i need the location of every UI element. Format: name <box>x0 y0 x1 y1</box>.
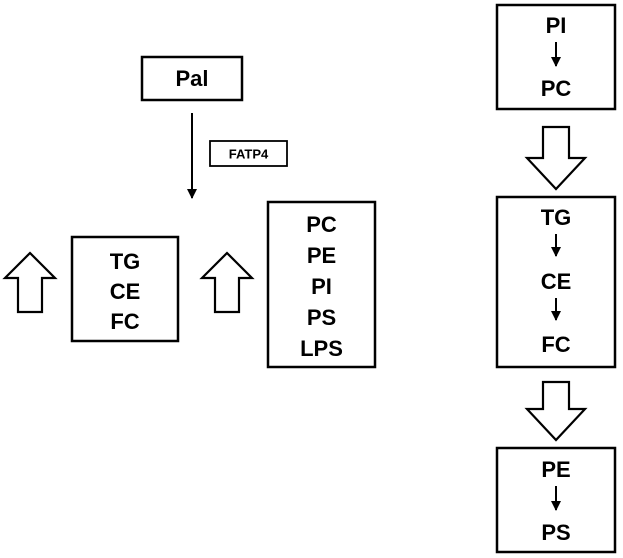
phospholipid-pi: PI <box>311 274 332 299</box>
phospholipid-pe: PE <box>307 243 336 268</box>
step2-tg: TG <box>541 205 572 230</box>
pal-box: Pal <box>140 55 244 102</box>
down-arrow-1 <box>524 125 588 191</box>
neutral-lipid-ce: CE <box>110 279 141 304</box>
step1-pi: PI <box>546 13 567 38</box>
step1-pc: PC <box>541 76 572 101</box>
phospholipid-lps: LPS <box>300 336 343 361</box>
increase-arrow-neutral-lipids <box>2 251 58 314</box>
fatp4-box: FATP4 <box>209 140 288 167</box>
neutral-lipids-box: TG CE FC <box>70 235 180 343</box>
step3-ps: PS <box>541 520 570 545</box>
tg-ce-fc-box: TG CE FC <box>495 195 617 369</box>
pal-label: Pal <box>175 66 208 91</box>
neutral-lipid-fc: FC <box>110 309 139 334</box>
phospholipid-ps: PS <box>307 305 336 330</box>
step2-ce: CE <box>541 269 572 294</box>
fatp4-label: FATP4 <box>229 147 269 162</box>
step2-fc: FC <box>541 332 570 357</box>
pi-pc-box: PI PC <box>495 3 617 111</box>
phospholipid-pc: PC <box>306 212 337 237</box>
phospholipids-box: PC PE PI PS LPS <box>266 200 377 369</box>
down-arrow-2 <box>524 380 588 442</box>
step3-pe: PE <box>541 457 570 482</box>
increase-arrow-phospholipids <box>199 251 255 314</box>
pe-ps-box: PE PS <box>495 446 617 554</box>
neutral-lipid-tg: TG <box>110 249 141 274</box>
